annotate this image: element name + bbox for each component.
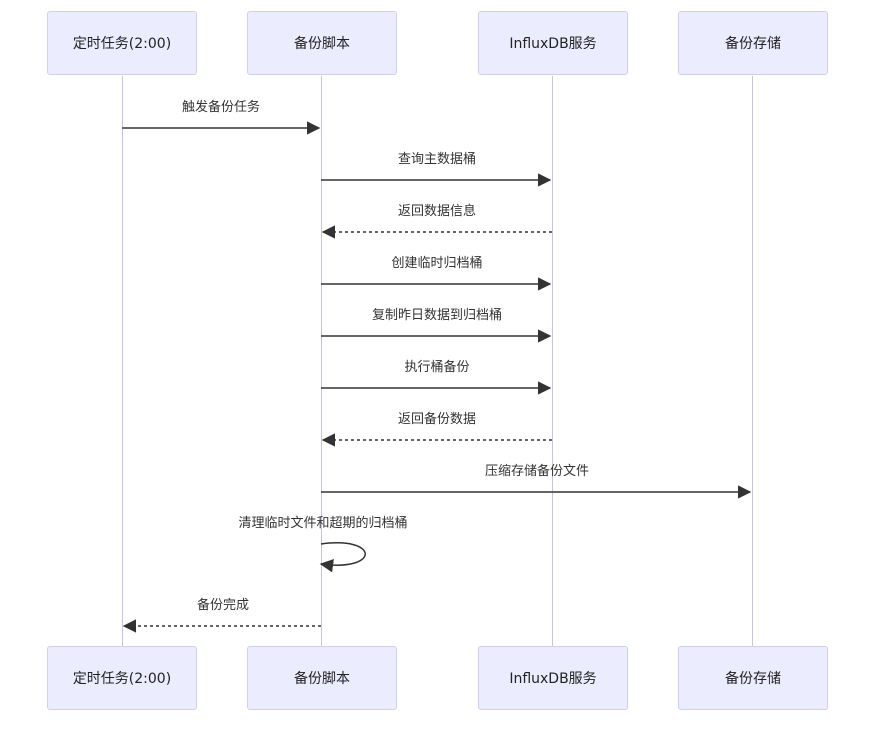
arrow-msg-9-self bbox=[319, 542, 366, 573]
message-label-8: 压缩存储备份文件 bbox=[484, 464, 590, 479]
actor-bottom-scheduler: 定时任务(2:00) bbox=[47, 646, 197, 710]
message-label-5: 复制昨日数据到归档桶 bbox=[371, 308, 503, 323]
message-label-10: 备份完成 bbox=[196, 598, 250, 613]
actor-bottom-backup-script: 备份脚本 bbox=[247, 646, 397, 710]
message-label-1: 触发备份任务 bbox=[181, 100, 261, 115]
lifeline-backup-script bbox=[321, 76, 322, 646]
actor-top-backup-storage: 备份存储 bbox=[678, 11, 828, 75]
message-label-6: 执行桶备份 bbox=[404, 360, 470, 375]
message-label-7: 返回备份数据 bbox=[397, 412, 477, 427]
message-label-9: 清理临时文件和超期的归档桶 bbox=[238, 516, 408, 531]
actor-bottom-backup-storage: 备份存储 bbox=[678, 646, 828, 710]
lifeline-backup-storage bbox=[752, 76, 753, 646]
actor-top-scheduler: 定时任务(2:00) bbox=[47, 11, 197, 75]
actor-bottom-influxdb: InfluxDB服务 bbox=[478, 646, 628, 710]
message-label-4: 创建临时归档桶 bbox=[391, 256, 483, 271]
lifeline-scheduler bbox=[122, 76, 123, 646]
lifeline-influxdb bbox=[552, 76, 553, 646]
message-label-3: 返回数据信息 bbox=[397, 204, 477, 219]
actor-top-influxdb: InfluxDB服务 bbox=[478, 11, 628, 75]
message-label-2: 查询主数据桶 bbox=[397, 152, 477, 167]
actor-top-backup-script: 备份脚本 bbox=[247, 11, 397, 75]
